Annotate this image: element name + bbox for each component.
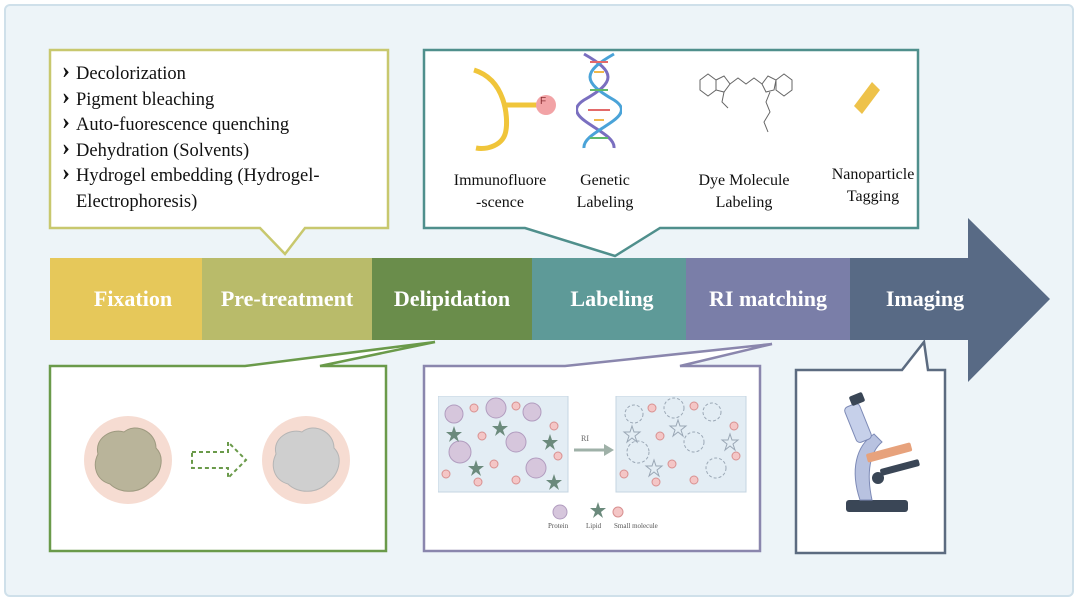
stage-labeling: Labeling bbox=[570, 286, 654, 311]
label-dye-molecule: Dye Molecule Labeling bbox=[698, 172, 790, 211]
dashed-arrow-icon bbox=[191, 439, 248, 481]
microscope-icon bbox=[844, 392, 920, 512]
label-genetic: Genetic Labeling bbox=[576, 172, 634, 211]
tissue-cleared-icon bbox=[272, 427, 340, 492]
legend-protein: Protein bbox=[548, 522, 569, 530]
label-nanoparticle: Nanoparticle Tagging bbox=[831, 166, 915, 205]
stage-pretreatment: Pre-treatment bbox=[220, 286, 354, 311]
dna-helix-icon bbox=[576, 52, 622, 149]
stage-delipidation: Delipidation bbox=[393, 286, 511, 311]
tissue-before-after-illustration bbox=[84, 416, 350, 504]
step-item: Decolorization bbox=[62, 59, 382, 88]
antibody-icon bbox=[473, 67, 556, 151]
stage-fixation: Fixation bbox=[93, 286, 173, 311]
legend-small-molecule: Small molecule bbox=[614, 522, 658, 530]
tissue-opaque-icon bbox=[94, 427, 162, 492]
legend-lipid: Lipid bbox=[586, 522, 602, 530]
fluorophore-badge: F bbox=[540, 96, 547, 107]
step-item: Auto-fuorescence quenching bbox=[62, 110, 382, 139]
stage-imaging: Imaging bbox=[885, 286, 965, 311]
label-immunofluorescence: Immunofluore -scence bbox=[453, 172, 547, 211]
ri-arrow-label: RI bbox=[581, 434, 589, 443]
step-item: Pigment bleaching bbox=[62, 85, 382, 114]
dye-molecule-icon bbox=[699, 73, 793, 133]
pretreatment-step-list: Decolorization Pigment bleaching Auto-fu… bbox=[62, 59, 382, 215]
stage-ri-matching: RI matching bbox=[709, 286, 827, 311]
step-item: Hydrogel embedding (Hydrogel-Electrophor… bbox=[62, 161, 382, 215]
nanoparticle-icon bbox=[854, 82, 880, 114]
ri-matching-illustration bbox=[438, 396, 747, 520]
step-item: Dehydration (Solvents) bbox=[62, 136, 382, 165]
